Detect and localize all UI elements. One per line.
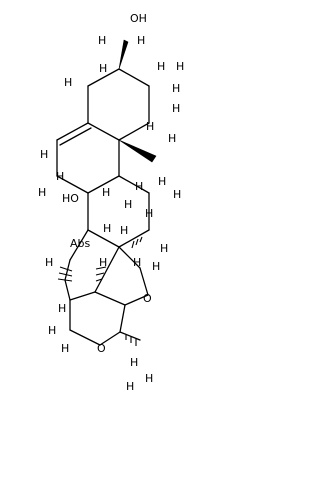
hydrogen-label: H [103, 222, 111, 235]
hydrogen-label: H [64, 76, 72, 89]
hash-bond-h-left [57, 266, 73, 282]
hydrogen-label: H [102, 186, 110, 199]
hydrogen-label: H [98, 34, 106, 47]
hydrogen-label: H [172, 82, 180, 95]
hydrogen-label: H [126, 380, 134, 393]
hydrogen-label: H [157, 60, 165, 73]
hydroxyl-top-label: OH [130, 12, 147, 25]
hydrogen-label: H [137, 34, 145, 47]
wedge-bond-methyl [118, 139, 157, 163]
hydrogen-label: H [61, 342, 69, 355]
atom-labels: OH HO Abs O O [62, 12, 152, 355]
hydrogen-label: H [56, 170, 64, 183]
abs-tag-label: Abs [70, 237, 91, 250]
stereo-bonds [57, 39, 157, 346]
bond-skeleton [56, 68, 150, 346]
hydrogen-label: H [38, 186, 46, 199]
hydrogen-label: H [130, 356, 138, 369]
hydrogen-label: H [135, 180, 143, 193]
hydrogen-label: H [45, 256, 53, 269]
hydrogen-label: H [160, 242, 168, 255]
hash-bond-h-center [95, 266, 107, 282]
wedge-bond-oh-top [118, 39, 129, 70]
hydrogen-label: H [152, 260, 160, 273]
ether-oxygen-bottom-label: O [97, 342, 106, 355]
hydrogen-label: H [172, 102, 180, 115]
hydrogen-labels: H H H H H H H H H H H H H H H H H H H H … [38, 34, 184, 393]
hydrogen-label: H [146, 120, 154, 133]
hydrogen-label: H [145, 372, 153, 385]
hydrogen-label: H [145, 207, 153, 220]
hydrogen-label: H [133, 256, 141, 269]
hydrogen-label: H [158, 175, 166, 188]
molecule-structure-diagram: OH HO Abs O O H H H H H H H H H H H H H … [38, 12, 184, 393]
hydrogen-label: H [99, 62, 107, 75]
hash-bond-methyl-bottom [125, 335, 137, 346]
hydrogen-label: H [48, 324, 56, 337]
hydrogen-label: H [168, 132, 176, 145]
hydrogen-label: H [173, 188, 181, 201]
hydrogen-label: H [176, 60, 184, 73]
hash-bond-h-right [131, 236, 143, 249]
ether-oxygen-right-label: O [143, 292, 152, 305]
hydrogen-label: H [40, 148, 48, 161]
hydrogen-label: H [58, 302, 66, 315]
hydrogen-label: H [99, 256, 107, 269]
hydrogen-label: H [124, 198, 132, 211]
hydrogen-label: H [120, 224, 128, 237]
hydroxyl-mid-label: HO [62, 192, 79, 205]
